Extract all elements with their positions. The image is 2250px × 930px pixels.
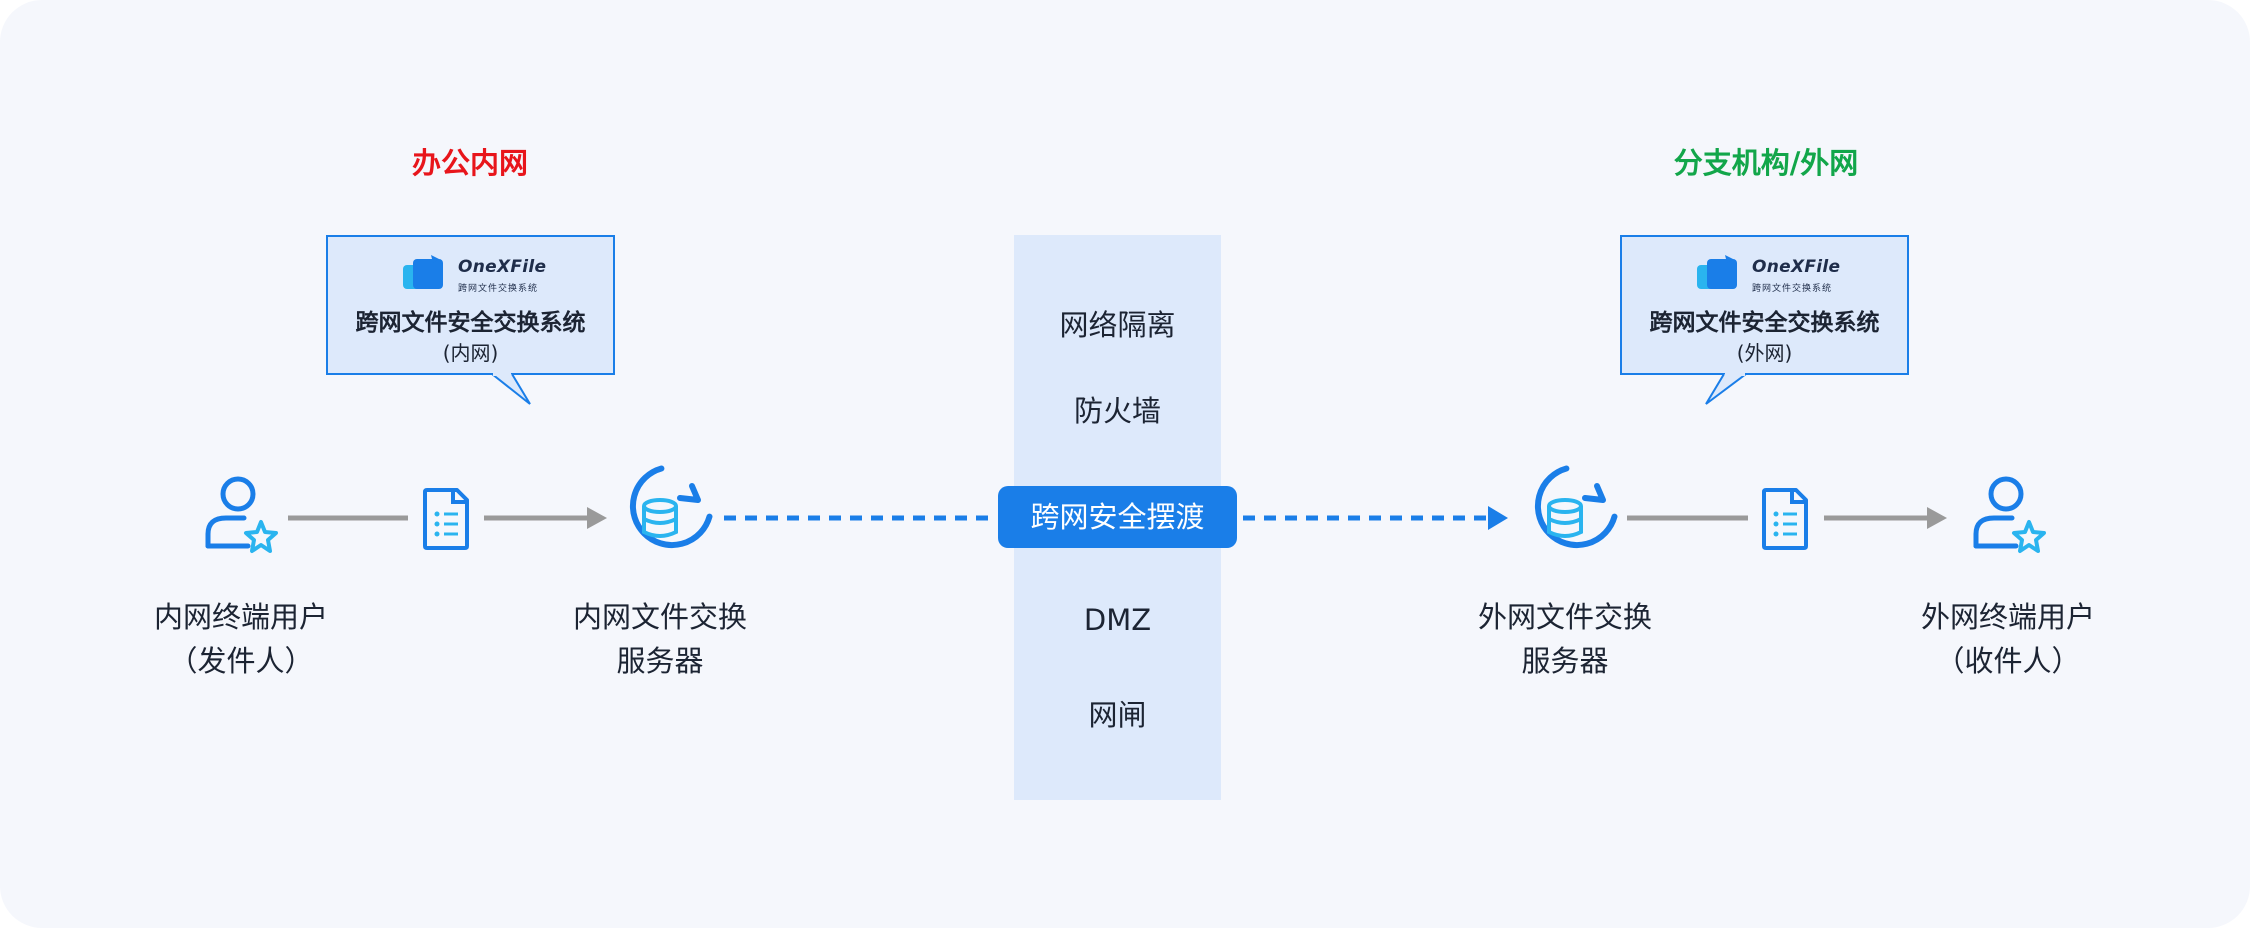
callout-title: 跨网文件安全交换系统 bbox=[1649, 310, 1880, 336]
callout-subtitle: (内网) bbox=[442, 341, 499, 365]
database-sync-icon bbox=[629, 465, 713, 549]
node-label-line: 外网文件交换 bbox=[1477, 600, 1652, 634]
logo-text: OneXFile bbox=[1752, 257, 1841, 277]
dashed-arrow-ferry-to-outer bbox=[1243, 506, 1508, 530]
band-item-dmz: DMZ bbox=[1083, 603, 1152, 637]
node-label-inner-server: 内网文件交换 服务器 bbox=[540, 595, 780, 683]
node-label-line: （收件人） bbox=[1935, 644, 2081, 678]
node-label-line: 外网终端用户 bbox=[1920, 600, 2095, 634]
system-callout-extranet: OneXFile 跨网文件交换系统 跨网文件安全交换系统 (外网) bbox=[1620, 235, 1909, 375]
zone-title-intranet: 办公内网 bbox=[411, 146, 528, 180]
node-label-line: 服务器 bbox=[616, 644, 704, 678]
document-icon bbox=[423, 488, 469, 550]
callout-title: 跨网文件安全交换系统 bbox=[355, 310, 586, 336]
database-sync-icon bbox=[1534, 465, 1618, 549]
node-label-line: 内网文件交换 bbox=[572, 600, 747, 634]
callout-tail-left bbox=[491, 372, 531, 405]
logo-subtitle: 跨网文件交换系统 bbox=[458, 284, 539, 294]
band-item-firewall: 防火墙 bbox=[1073, 394, 1161, 428]
node-label-receiver: 外网终端用户 （收件人） bbox=[1888, 595, 2128, 683]
node-label-line: 内网终端用户 bbox=[153, 600, 328, 634]
user-star-icon bbox=[205, 476, 278, 553]
band-item-gatekeeper: 网闸 bbox=[1088, 698, 1147, 732]
arrow-doc-to-inner-server bbox=[484, 507, 607, 529]
logo-text: OneXFile bbox=[458, 257, 547, 277]
arrow-doc-to-receiver bbox=[1824, 507, 1947, 529]
band-item-network-isolation: 网络隔离 bbox=[1059, 308, 1176, 342]
user-star-icon bbox=[1973, 476, 2046, 553]
logo-subtitle: 跨网文件交换系统 bbox=[1752, 284, 1833, 294]
callout-tail-right bbox=[1705, 372, 1747, 405]
node-label-outer-server: 外网文件交换 服务器 bbox=[1445, 595, 1685, 683]
system-callout-intranet: OneXFile 跨网文件交换系统 跨网文件安全交换系统 (内网) bbox=[326, 235, 615, 375]
node-label-line: （发件人） bbox=[168, 644, 314, 678]
node-label-sender: 内网终端用户 （发件人） bbox=[121, 595, 361, 683]
onexfile-logo-icon bbox=[403, 255, 443, 289]
onexfile-logo-icon bbox=[1697, 255, 1737, 289]
secure-ferry-badge: 跨网安全摆渡 bbox=[998, 486, 1237, 548]
document-icon bbox=[1762, 488, 1808, 550]
zone-title-extranet: 分支机构/外网 bbox=[1673, 146, 1859, 180]
callout-subtitle: (外网) bbox=[1736, 341, 1793, 365]
node-label-line: 服务器 bbox=[1521, 644, 1609, 678]
